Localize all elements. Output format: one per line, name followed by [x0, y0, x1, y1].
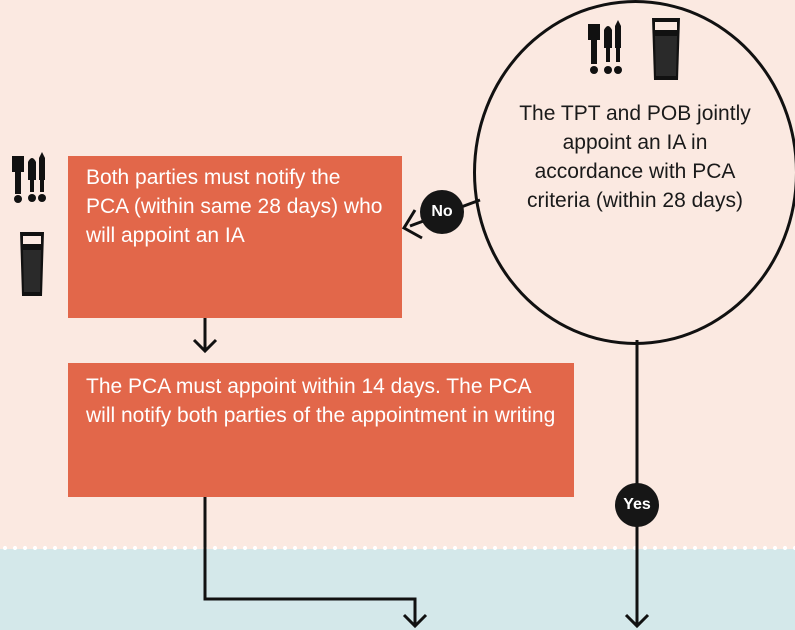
- no-badge: No: [420, 190, 464, 234]
- no-arrowhead: [401, 209, 423, 240]
- dotted-divider: [0, 545, 795, 551]
- box1-box2-arrowhead: [192, 338, 218, 354]
- yes-arrowhead: [624, 613, 650, 629]
- beer-taps-icon: [588, 20, 622, 74]
- bottom-section-background: [0, 549, 795, 630]
- notify-pca-box: Both parties must notify the PCA (within…: [68, 156, 402, 318]
- joint-appointment-text: The TPT and POB jointly appoint an IA in…: [519, 102, 751, 212]
- pint-glass-icon: [20, 232, 44, 296]
- pint-glass-icon: [652, 18, 680, 80]
- box2-bottom-connector: [203, 497, 417, 626]
- box2-bottom-arrowhead: [402, 613, 428, 629]
- beer-taps-icon: [12, 152, 46, 203]
- pca-appoint-box: The PCA must appoint within 14 days. The…: [68, 363, 574, 497]
- yes-badge: Yes: [615, 483, 659, 527]
- joint-appointment-circle: [473, 0, 795, 345]
